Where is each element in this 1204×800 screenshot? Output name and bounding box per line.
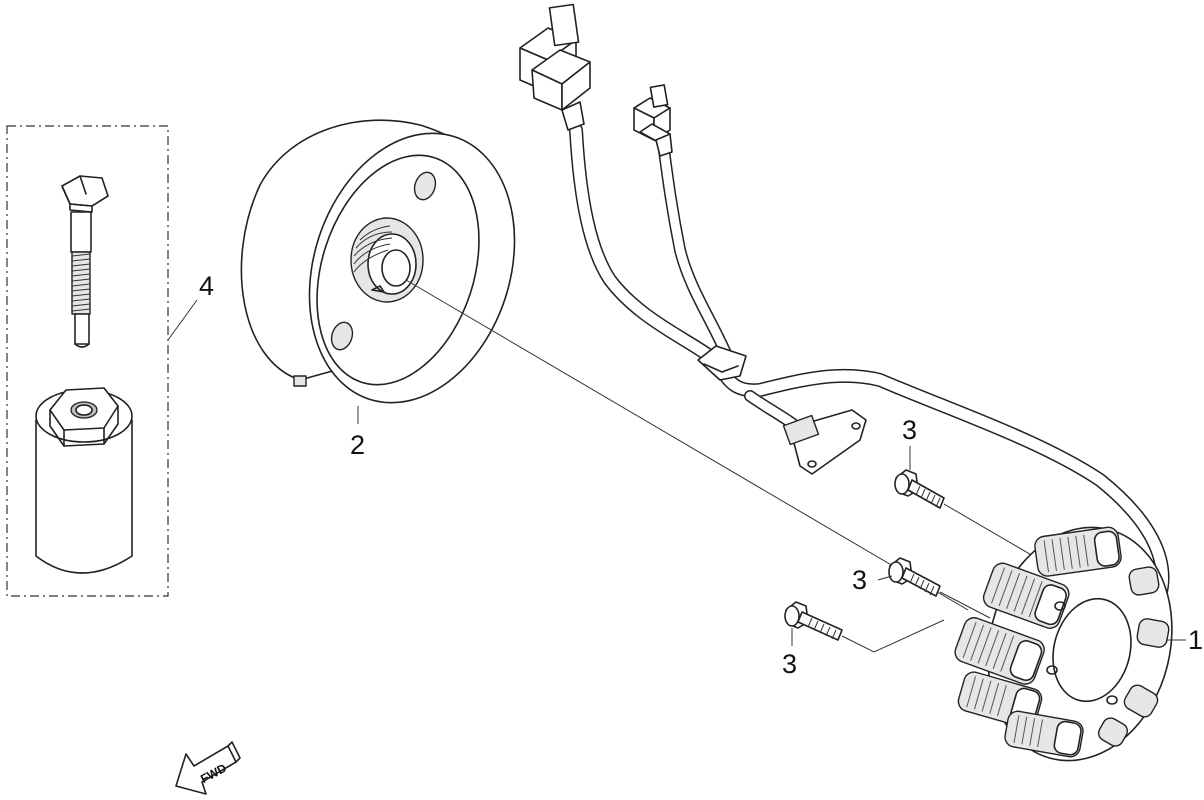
stator-coils: [954, 526, 1170, 758]
callout-2-flywheel: 2: [350, 430, 366, 460]
puller-body: [35, 387, 133, 574]
callout-3-bolt-mid: 3: [852, 565, 868, 595]
stator-bolts: [784, 446, 1041, 653]
callout-4-puller-kit: 4: [199, 271, 215, 301]
callout-3-bolt-low: 3: [782, 649, 798, 679]
bolt-mid: [877, 557, 991, 619]
puller-kit-group: [6, 125, 198, 597]
callout-1-stator: 1: [1188, 625, 1204, 655]
alignment-line: [405, 279, 969, 611]
fwd-direction-arrow: FWD: [175, 741, 241, 795]
stator: [954, 526, 1186, 762]
bolt-top: [894, 446, 1041, 561]
connector-large: [519, 3, 591, 131]
leader-line-4: [167, 299, 198, 341]
puller-bolt: [61, 175, 109, 348]
flywheel: [240, 119, 516, 424]
callout-3-bolt-top: 3: [902, 415, 918, 445]
connector-small: [633, 84, 673, 157]
puller-kit-box: [6, 125, 169, 597]
wiring-harness: [519, 3, 1170, 603]
bolt-low: [784, 601, 945, 653]
